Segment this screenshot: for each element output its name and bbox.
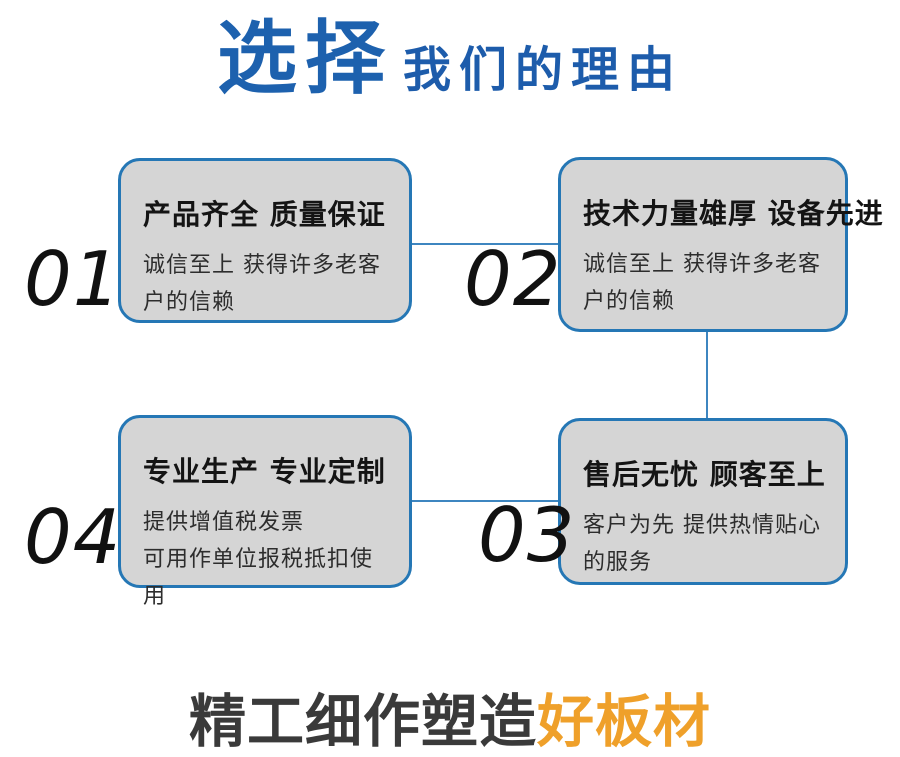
feature-card-02: 技术力量雄厚 设备先进 诚信至上 获得许多老客户的信赖 — [558, 157, 884, 332]
step-number-01: 01 — [24, 235, 122, 323]
card-heading: 售后无忧 顾客至上 — [583, 458, 826, 491]
feature-card-04: 专业生产 专业定制 提供增值税发票 可用作单位报税抵扣使用 — [118, 415, 412, 609]
connector-line-right — [706, 331, 708, 419]
card-body: 提供增值税发票 可用作单位报税抵扣使用 — [143, 510, 374, 609]
footer-slogan-text: 精工细作塑造 — [189, 689, 537, 755]
card-body: 诚信至上 获得许多老客户的信赖 — [583, 252, 821, 314]
card-body: 诚信至上 获得许多老客户的信赖 — [143, 253, 381, 315]
footer-slogan: 精工细作塑造好板材 — [0, 676, 900, 757]
connector-line-top — [412, 243, 558, 245]
page-title: 选择 我们的理由 — [0, 0, 900, 128]
page-title-rest: 我们的理由 — [402, 42, 683, 98]
connector-line-bottom — [412, 500, 558, 502]
step-number-04: 04 — [24, 493, 122, 581]
feature-card-01: 产品齐全 质量保证 诚信至上 获得许多老客户的信赖 — [118, 158, 412, 323]
step-number-03: 03 — [478, 491, 576, 579]
card-heading: 专业生产 专业定制 — [143, 455, 386, 488]
page-title-highlight: 选择 — [216, 12, 393, 105]
footer-slogan-highlight: 好板材 — [537, 689, 711, 755]
card-heading: 技术力量雄厚 设备先进 — [583, 197, 884, 230]
feature-card-03: 售后无忧 顾客至上 客户为先 提供热情贴心的服务 — [558, 418, 848, 585]
card-heading: 产品齐全 质量保证 — [143, 198, 386, 231]
step-number-02: 02 — [464, 235, 562, 323]
card-body: 客户为先 提供热情贴心的服务 — [583, 513, 821, 575]
